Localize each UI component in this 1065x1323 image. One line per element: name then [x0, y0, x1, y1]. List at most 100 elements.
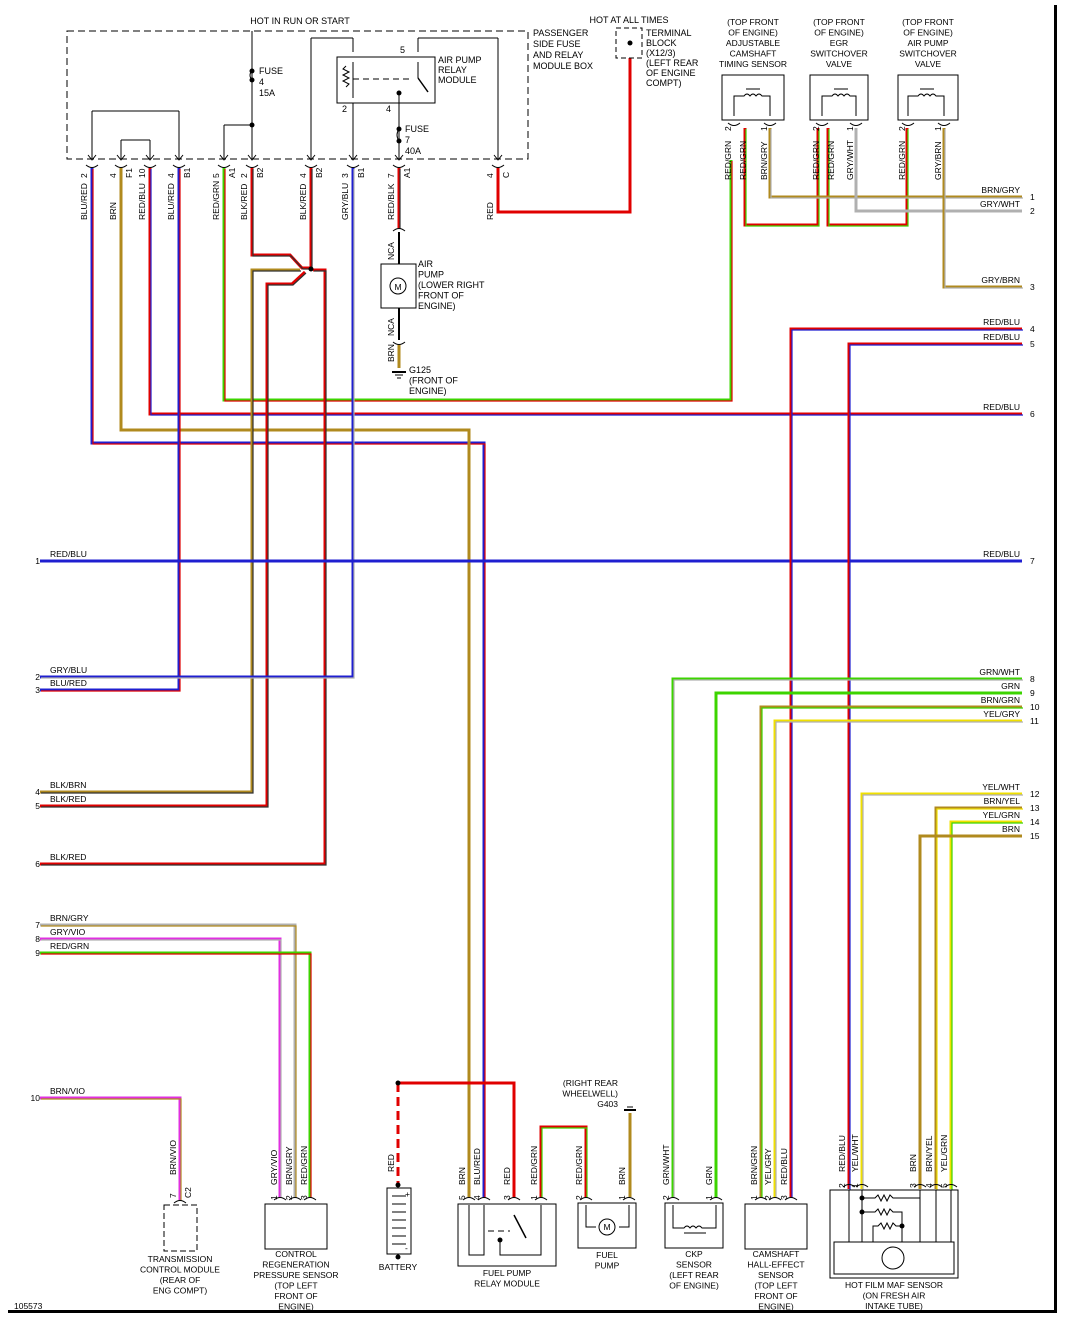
fuse-box-pin: [85, 164, 99, 168]
air-pump-label: AIR: [418, 259, 434, 269]
air-pump-label: ENGINE): [418, 301, 456, 311]
wire-blk-red-6-stripe: [41, 270, 327, 866]
fuse-box-pin: [114, 164, 128, 168]
component-name: AIR PUMP: [907, 38, 948, 48]
wire-ref-label: BLK/RED: [50, 852, 86, 862]
connector-pin: [784, 1197, 798, 1201]
wire-color-label: BRN/YEL: [924, 1135, 934, 1172]
component-name: (TOP FRONT: [727, 17, 779, 27]
connector-pin: [849, 122, 863, 126]
cam-hall-label: (TOP LEFT: [754, 1281, 797, 1291]
wire-ref-number: 10: [1030, 702, 1040, 712]
brn-label: BRN: [386, 344, 396, 362]
wire-color-label: YEL/WHT: [850, 1134, 860, 1172]
wire-brn-gry-7: [40, 923, 297, 1197]
fuse-box-label: PASSENGER: [533, 28, 589, 38]
wire-red-blu-5: [847, 342, 1022, 1189]
wire-ref-label: BLK/BRN: [50, 780, 86, 790]
connector-id: C2: [183, 1187, 193, 1198]
wire-ref-label: RED/BLU: [983, 317, 1020, 327]
connector-pin: [303, 1197, 317, 1201]
wire-yel-gry-stripe: [775, 721, 1023, 1198]
relay-pin-5: 5: [400, 45, 405, 55]
wire-gry-brn: [942, 128, 1022, 289]
connector-pin: [173, 1200, 187, 1204]
battery-label: BATTERY: [379, 1262, 418, 1272]
air-pump-relay-label: MODULE: [438, 75, 477, 85]
wire-red-blu-5-stripe: [849, 344, 1023, 1190]
terminal-block-label: (X12/3): [646, 48, 676, 58]
component-name: OF ENGINE): [728, 28, 778, 38]
pin-number: 3: [502, 1195, 512, 1200]
wire-ref-label: GRY/WHT: [980, 199, 1020, 209]
wire-gry-blu: [40, 168, 355, 679]
wire-red-blu-6-stripe: [150, 169, 1023, 416]
diagram-id: 105573: [14, 1301, 43, 1311]
wire-color-label: BRN: [908, 1154, 918, 1172]
pin-arrow: [116, 154, 126, 161]
pin-number: 2: [837, 1183, 847, 1188]
ckp-coil-icon: [672, 1205, 717, 1229]
pin-number: 1: [749, 1195, 759, 1200]
wire-color-label: GRY/VIO: [269, 1149, 279, 1185]
pin-arrow: [306, 154, 316, 161]
wire-yel-gry: [773, 719, 1022, 1197]
pin-number: 1: [845, 126, 855, 131]
wire-ref-number: 6: [1030, 409, 1035, 419]
wire-color-label: BRN/GRY: [284, 1146, 294, 1185]
ground-g403-label: G403: [597, 1099, 618, 1109]
pin-arrow: [348, 154, 358, 161]
fuse-box-label: AND RELAY: [533, 50, 583, 60]
connector-pin: [855, 1184, 869, 1188]
wire-color-label: RED/BLU: [779, 1148, 789, 1185]
air-pump-relay-label: AIR PUMP: [438, 55, 482, 65]
wire-brn: [119, 168, 471, 1197]
pin-number: 4: [108, 173, 118, 178]
motor-icon: [598, 1218, 616, 1236]
pin-number: 5: [939, 1183, 949, 1188]
camshaft-hall-effect-sensor: [744, 1203, 808, 1250]
connector-pin: [392, 341, 406, 345]
component-name: VALVE: [915, 59, 941, 69]
pin-number: 2: [284, 1195, 294, 1200]
fuel-pump-label: PUMP: [595, 1261, 620, 1271]
resistor-icon: [862, 1193, 920, 1203]
pin-number: 5: [211, 173, 221, 178]
fuel-pump-relay-label: FUEL PUMP: [483, 1268, 532, 1278]
pin-number: 4: [472, 1195, 482, 1200]
fuse-7-label: 7: [405, 135, 410, 145]
wire-red-grn-link2: [826, 128, 909, 227]
cam-hall-label: HALL-EFFECT: [747, 1260, 804, 1270]
wire-color-label: GRY/WHT: [845, 140, 855, 180]
wire-color-label: RED: [485, 202, 495, 220]
solenoid-component: [897, 74, 959, 121]
fuel-pump: [577, 1202, 637, 1249]
wire-color-label: RED: [386, 1154, 396, 1172]
junction-dot: [395, 1254, 401, 1260]
wire-grn-wht: [671, 677, 1022, 1197]
wire-brn-gry: [768, 128, 1022, 199]
wire-ref-label: RED/BLU: [50, 549, 87, 559]
fuse-7-label: 40A: [405, 146, 421, 156]
nca-label: NCA: [386, 242, 396, 260]
connector-pin: [929, 1184, 943, 1188]
maf-label: INTAKE TUBE): [865, 1301, 923, 1311]
wire-color-label: BLU/RED: [472, 1148, 482, 1185]
connector-pin: [477, 1197, 491, 1201]
fuse-box-pin: [491, 164, 505, 168]
connector-id: C: [501, 172, 511, 178]
cam-hall-label: FRONT OF: [754, 1291, 797, 1301]
air-pump-label: FRONT OF: [418, 291, 464, 301]
pin-number: 3: [908, 1183, 918, 1188]
ckp-label: (LEFT REAR: [669, 1270, 718, 1280]
fuse-box-pin: [392, 164, 406, 168]
wire-brn-vio-stripe: [41, 1098, 182, 1201]
wire-ref-number: 8: [1030, 674, 1035, 684]
tcm-label: TRANSMISSION: [148, 1254, 213, 1264]
wire-ref-label: YEL/GRY: [983, 709, 1020, 719]
pin-number: 1: [933, 126, 943, 131]
control-regeneration-pressure-sensor: [264, 1203, 328, 1250]
wire-yel-grn-stripe: [951, 822, 1023, 1190]
